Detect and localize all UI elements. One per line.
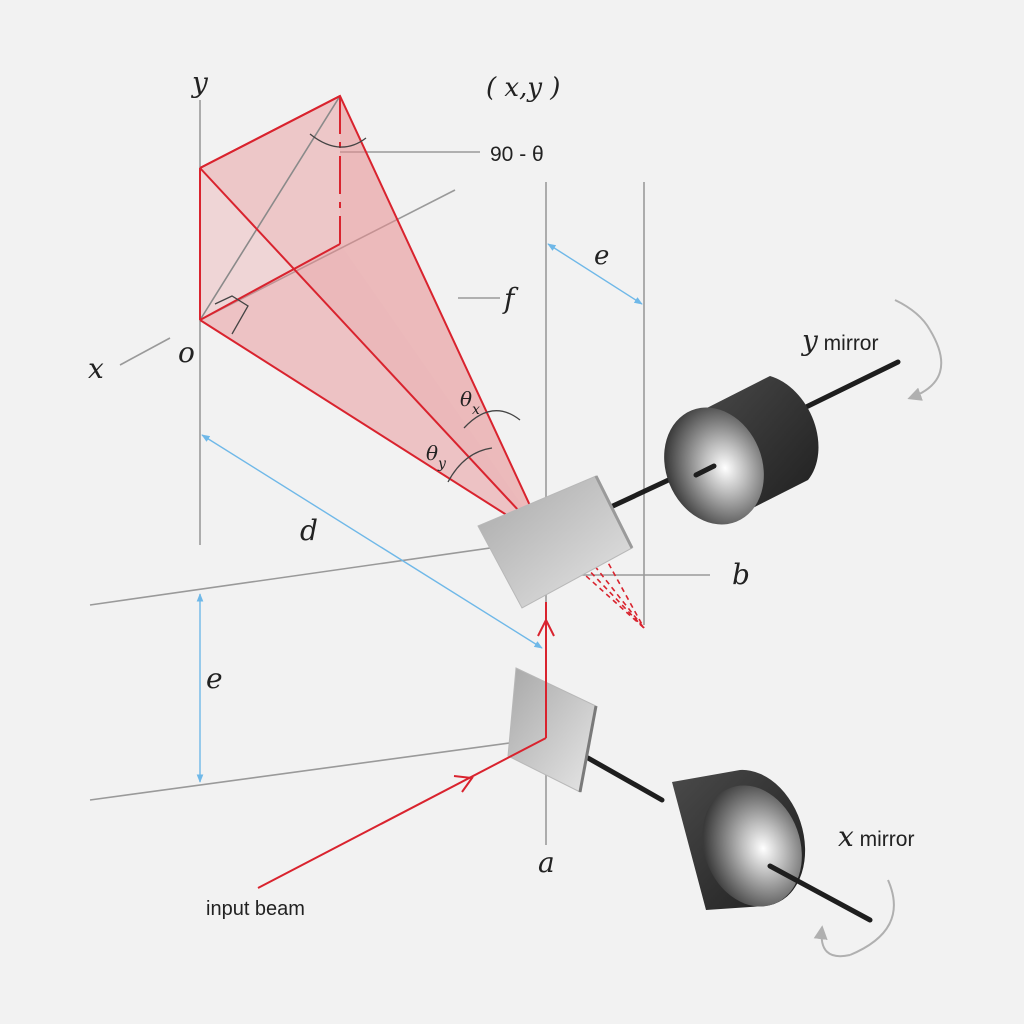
label-x-mirror-text: mirror xyxy=(854,828,915,851)
theta-x-arc xyxy=(463,410,521,429)
label-d: d xyxy=(300,514,318,547)
label-theta-x: θx xyxy=(460,387,480,418)
label-theta-x-symbol: θ xyxy=(460,387,472,411)
label-theta-y-symbol: θ xyxy=(426,441,438,465)
label-target-point: ( x,y ) xyxy=(486,73,560,103)
label-y-axis: y xyxy=(190,66,209,99)
x-mirror-assembly xyxy=(507,667,895,958)
y-rotation-arrow xyxy=(907,329,943,401)
horizontal-guide-lower xyxy=(89,737,547,801)
label-theta-y: θy xyxy=(426,441,447,472)
label-theta-y-sub: y xyxy=(437,456,447,472)
x-motor xyxy=(672,769,806,910)
label-a: a xyxy=(538,846,555,879)
horizontal-guide-upper xyxy=(89,539,547,606)
label-f: f xyxy=(502,282,519,315)
label-origin: o xyxy=(178,336,195,369)
x-mirror-shaft xyxy=(585,755,665,803)
x-rotation-arrow xyxy=(813,925,851,958)
y-mirror-assembly xyxy=(477,299,943,609)
x-axis-line xyxy=(119,337,171,366)
angle-arc-top xyxy=(309,133,367,148)
input-beam-line xyxy=(257,737,547,889)
label-b: b xyxy=(732,558,750,591)
label-x-axis: x xyxy=(88,352,104,385)
label-angle-90: 90 - θ xyxy=(490,143,544,166)
plane-edge-top xyxy=(199,95,341,169)
label-y-mirror-text: mirror xyxy=(818,332,879,355)
input-beam-arrowhead xyxy=(453,775,474,793)
label-y-mirror-var: y xyxy=(800,324,819,357)
label-e-left: e xyxy=(206,662,223,695)
guide-lines xyxy=(89,100,710,845)
input-beam-path xyxy=(257,602,555,889)
label-y-mirror: y mirror xyxy=(800,324,878,357)
dimension-d xyxy=(201,434,543,649)
label-theta-x-sub: x xyxy=(472,402,480,418)
reflected-beam-arrowhead xyxy=(537,617,555,637)
plane-diagonal xyxy=(199,189,456,321)
y-motor xyxy=(664,376,819,525)
label-x-mirror: x mirror xyxy=(838,820,914,853)
labels: y x o ( x,y ) 90 - θ e f y mirror θx θy … xyxy=(88,66,914,920)
right-angle-marker xyxy=(214,295,249,335)
label-input-beam: input beam xyxy=(206,898,305,920)
y-motor-shaft xyxy=(797,359,901,413)
x-motor-shaft xyxy=(767,863,873,923)
plane-edge-bottom xyxy=(199,243,341,321)
dimension-arrows xyxy=(196,243,643,783)
x-motor-cap xyxy=(702,785,802,907)
label-e-top: e xyxy=(594,241,609,271)
plane-cross-diagonal xyxy=(199,95,341,321)
dimension-e-top xyxy=(547,243,643,305)
label-x-mirror-var: x xyxy=(838,820,854,853)
